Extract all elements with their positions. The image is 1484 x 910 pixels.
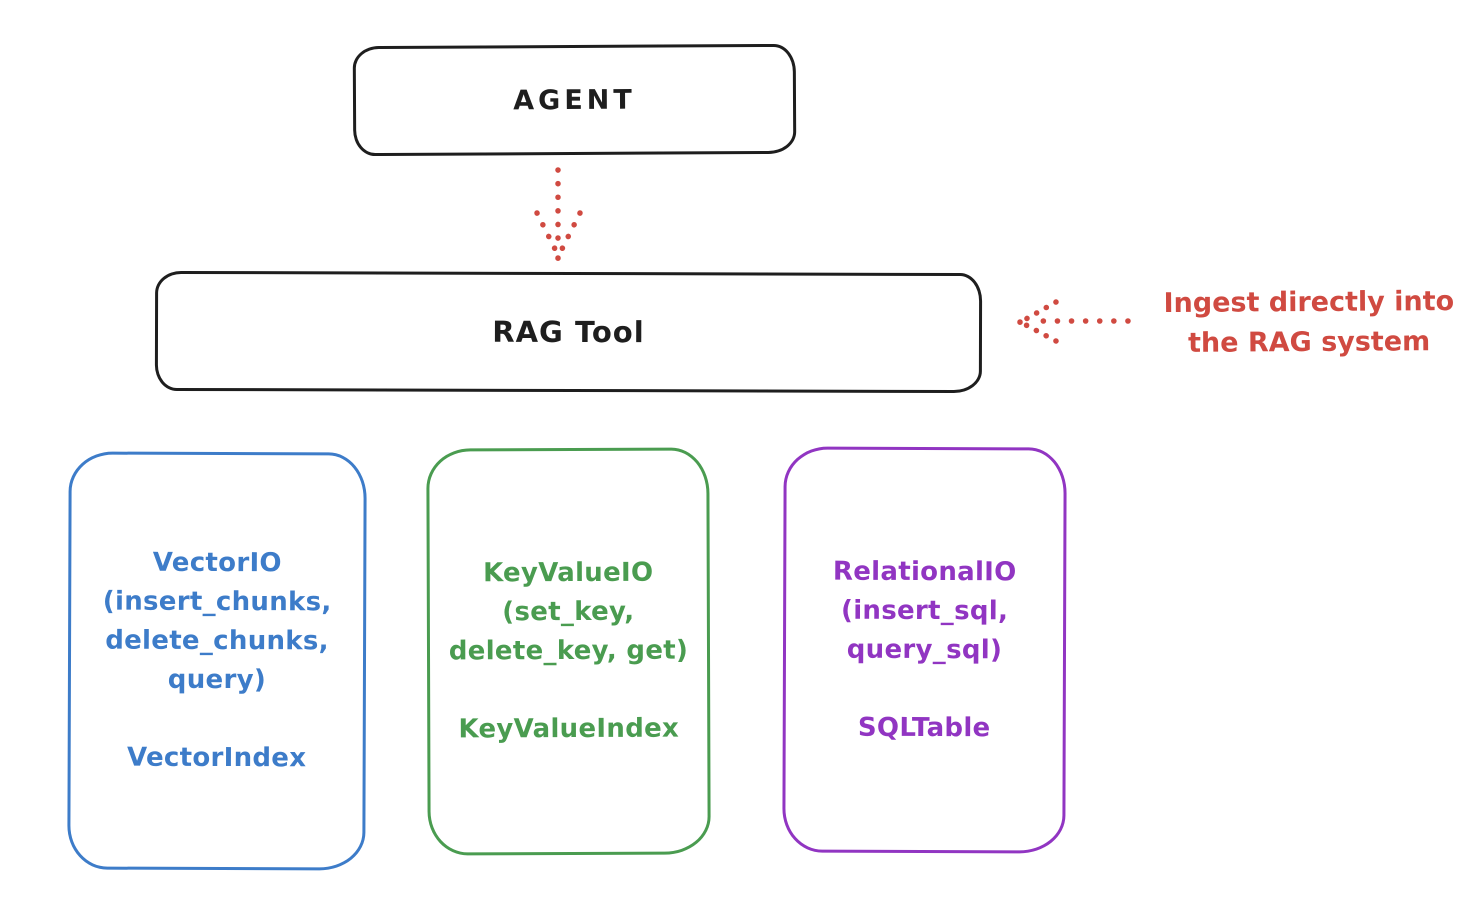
rag-tool-box: RAG Tool	[154, 270, 983, 394]
keyvalue-index-label: KeyValueIndex	[458, 713, 680, 745]
keyvalue-io-box: KeyValueIO (set_key, delete_key, get) Ke…	[426, 447, 711, 856]
agent-box: AGENT	[352, 43, 797, 157]
ingest-arrow	[1017, 299, 1131, 344]
agent-to-rag-arrow	[534, 167, 583, 261]
sql-table-label: SQLTable	[857, 712, 991, 743]
rag-tool-label: RAG Tool	[492, 314, 645, 350]
keyvalue-io-body: KeyValueIO (set_key, delete_key, get)	[448, 557, 689, 667]
vector-io-body: VectorIO (insert_chunks, delete_chunks, …	[102, 547, 332, 696]
agent-label: AGENT	[513, 84, 636, 116]
vector-index-label: VectorIndex	[126, 742, 307, 774]
relational-io-body: RelationalIO (insert_sql, query_sql)	[832, 556, 1017, 665]
vector-io-box: VectorIO (insert_chunks, delete_chunks, …	[67, 451, 367, 871]
ingest-annotation: Ingest directly into the RAG system	[1163, 285, 1455, 359]
relational-io-box: RelationalIO (insert_sql, query_sql) SQL…	[782, 446, 1067, 854]
